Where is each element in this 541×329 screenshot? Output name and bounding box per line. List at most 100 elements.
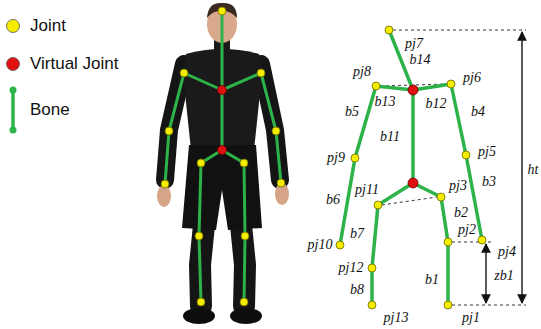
- skeleton-diagram-part-part: [385, 26, 393, 34]
- joint-label: pj12: [339, 260, 364, 276]
- skeleton-diagram-part-part: [340, 86, 376, 245]
- joint-label: pj4: [498, 244, 516, 260]
- skeleton-diagram: [336, 26, 526, 309]
- photo-skeleton-part-part: [165, 127, 173, 135]
- joint-label: pj11: [355, 182, 379, 198]
- skeleton-diagram-part-part: [485, 244, 486, 303]
- photo-skeleton-part-part: [180, 69, 188, 77]
- person-photo-part: [230, 308, 262, 324]
- legend-entry: Bone: [0, 100, 70, 120]
- legend-bone-end: [10, 127, 17, 134]
- legend-bone-end: [10, 87, 17, 94]
- skeleton-diagram-part-part: [374, 201, 382, 209]
- skeleton-diagram-part-part: [372, 205, 378, 305]
- legend-swatch-box: [5, 18, 21, 34]
- skeleton-diagram-part-part: [372, 82, 380, 90]
- bone-label: b2: [454, 205, 468, 221]
- skeleton-diagram-part-part: [408, 178, 418, 188]
- skeleton-diagram-part-part: [441, 197, 448, 305]
- photo-skeleton-part: [218, 86, 227, 155]
- skeleton-diagram-part-part: [444, 301, 452, 309]
- photo-skeleton-part-part: [277, 179, 285, 187]
- photo-skeleton-part-part: [165, 73, 184, 184]
- bone-label: b7: [350, 226, 364, 242]
- bone-label: b11: [380, 129, 400, 145]
- legend-swatch-box: [5, 56, 21, 72]
- photo-skeleton-part-part: [161, 180, 169, 188]
- skeleton-diagram-part-part: [444, 238, 452, 246]
- joint-label: pj10: [308, 237, 333, 253]
- bone-label: b4: [471, 104, 485, 120]
- bone-label: b5: [345, 104, 359, 120]
- bone-label: b8: [350, 282, 364, 298]
- skeleton-diagram-part-part: [437, 193, 445, 201]
- photo-skeleton-part-part: [240, 298, 248, 306]
- person-photo-part: [182, 145, 262, 230]
- dimension-label: zb1: [494, 268, 513, 284]
- legend-swatch: [7, 20, 20, 33]
- photo-skeleton-part: [161, 7, 285, 306]
- photo-skeleton-part-part: [272, 127, 280, 135]
- joint-label: pj6: [463, 70, 481, 86]
- legend-bone-line: [11, 90, 15, 130]
- skeleton-diagram-part-part: [447, 80, 455, 88]
- photo-skeleton-part-part: [195, 232, 203, 240]
- skeleton-diagram-part: [486, 32, 522, 303]
- legend-text: Bone: [30, 100, 70, 120]
- legend-entry: Virtual Joint: [0, 54, 119, 74]
- photo-skeleton-part-part: [218, 86, 227, 95]
- joint-label: pj9: [327, 150, 345, 166]
- skeleton-diagram-part-part: [452, 305, 526, 306]
- legend-swatch: [7, 58, 20, 71]
- photo-skeleton-part-part: [257, 69, 265, 77]
- joint-label: pj7: [405, 36, 423, 52]
- skeleton-diagram-part-part: [368, 264, 376, 272]
- bone-label: b1: [425, 272, 439, 288]
- photo-skeleton-part-part: [261, 73, 281, 183]
- joint-label: pj1: [462, 310, 480, 326]
- dimension-label: ht: [528, 162, 539, 178]
- joint-label: pj3: [449, 178, 467, 194]
- photo-skeleton-part-part: [241, 232, 249, 240]
- photo-skeleton-part-part: [240, 159, 248, 167]
- skeleton-diagram-part: [408, 85, 418, 188]
- skeleton-diagram-part: [336, 26, 486, 309]
- legend-bone-sample: [5, 86, 21, 134]
- skeleton-diagram-part-part: [368, 301, 376, 309]
- photo-skeleton-part-part: [222, 73, 261, 90]
- skeleton-diagram-part-part: [393, 30, 526, 31]
- photo-skeleton-part-part: [218, 146, 227, 155]
- legend-entry: Joint: [0, 16, 66, 36]
- skeleton-diagram-part-part: [378, 183, 413, 205]
- photo-skeleton-part-part: [221, 11, 224, 90]
- bone-label: b13: [375, 94, 396, 110]
- photo-skeleton-part: [165, 11, 281, 302]
- photo-skeleton-part-part: [218, 7, 226, 15]
- bone-label: b6: [326, 192, 340, 208]
- skeleton-diagram-part-part: [408, 85, 418, 95]
- skeleton-diagram-part-part: [411, 90, 415, 183]
- skeleton-diagram-part-part: [462, 151, 470, 159]
- photo-skeleton-part-part: [221, 90, 224, 150]
- skeleton-diagram-part-part: [413, 84, 451, 90]
- joint-label: pj5: [478, 144, 496, 160]
- skeleton-diagram-part-part: [521, 32, 522, 303]
- skeleton-diagram-part-part: [478, 236, 486, 244]
- joint-label: pj8: [353, 64, 371, 80]
- person-photo-part: [157, 185, 171, 207]
- skeleton-diagram-part-part: [376, 86, 413, 90]
- photo-skeleton: [161, 7, 285, 306]
- joint-label: pj2: [458, 222, 476, 238]
- joint-label: pj13: [384, 310, 409, 326]
- photo-skeleton-part-part: [197, 298, 205, 306]
- legend-text: Joint: [30, 16, 66, 36]
- person-photo-part: [183, 308, 215, 324]
- bone-label: b14: [410, 52, 431, 68]
- photo-skeleton-part-part: [184, 73, 222, 90]
- skeleton-diagram-part-part: [351, 154, 359, 162]
- bone-label: b3: [482, 174, 496, 190]
- legend-text: Virtual Joint: [30, 54, 119, 74]
- skeleton-diagram-part: [380, 30, 526, 305]
